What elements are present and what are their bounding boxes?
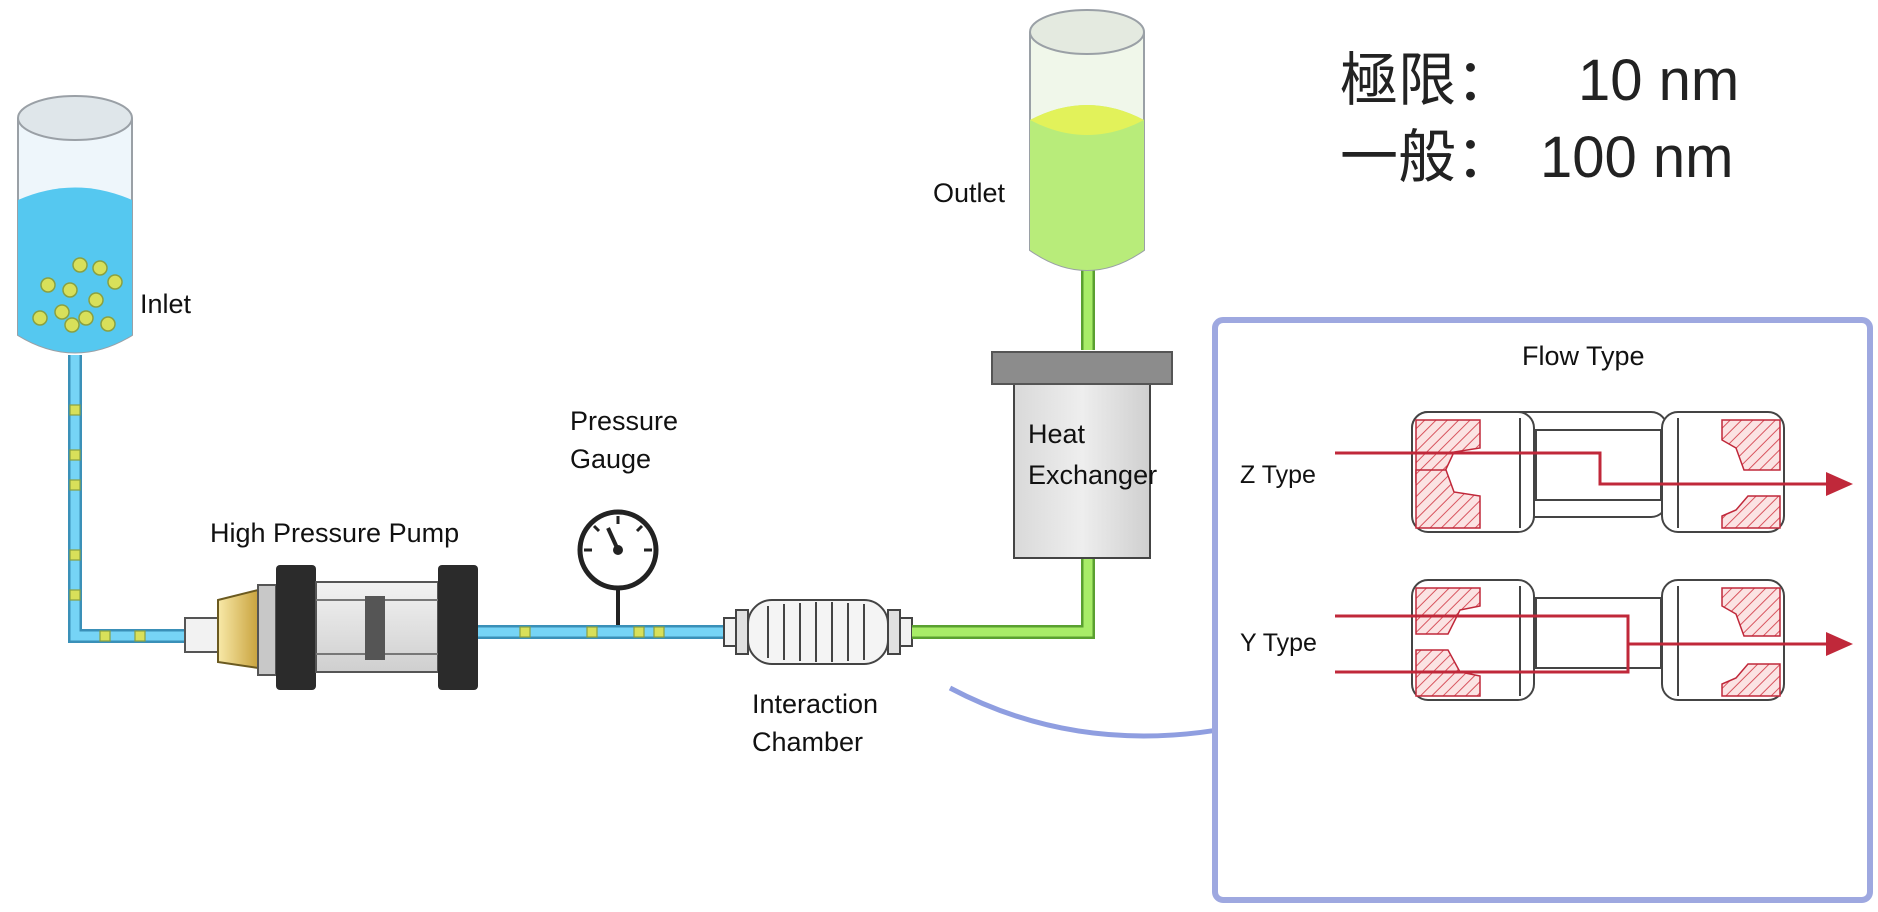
flow-type-panel: Flow Type Z Type (1212, 317, 1873, 903)
pump-to-chamber-pipe (478, 625, 725, 639)
size-note: 極限： 10 nm 一般： 100 nm (1340, 48, 1739, 190)
pointer-arrow (948, 685, 1273, 755)
inlet-label: Inlet (140, 289, 192, 319)
high-pressure-pump (184, 565, 478, 690)
particles (32, 257, 123, 333)
general-label: 一般： (1340, 125, 1514, 190)
inlet-pipe (68, 355, 190, 643)
heat-exchanger (991, 351, 1173, 559)
interaction-chamber (723, 599, 913, 665)
z-type-nozzle (1335, 411, 1853, 533)
inlet-container (17, 95, 133, 354)
outlet-label: Outlet (933, 178, 1006, 208)
flow-type-title: Flow Type (1522, 341, 1645, 371)
y-type-label: Y Type (1240, 629, 1317, 657)
general-value: 100 nm (1540, 125, 1733, 190)
heat-exchanger-label-line2: Exchanger (1028, 460, 1157, 490)
high-pressure-pump-label: High Pressure Pump (210, 518, 459, 548)
interaction-chamber-label-line2: Chamber (752, 727, 863, 757)
pressure-gauge-label-line2: Gauge (570, 444, 651, 474)
z-type-label: Z Type (1240, 461, 1316, 489)
heat-exchanger-label-line1: Heat (1028, 419, 1086, 449)
interaction-chamber-label-line1: Interaction (752, 689, 878, 719)
limit-value: 10 nm (1578, 48, 1739, 113)
outlet-pipe (912, 270, 1095, 639)
pressure-gauge-label-line1: Pressure (570, 406, 678, 436)
pressure-gauge (577, 509, 659, 625)
y-type-nozzle (1335, 579, 1853, 701)
limit-label: 極限： (1340, 48, 1514, 113)
outlet-container (1029, 9, 1145, 271)
